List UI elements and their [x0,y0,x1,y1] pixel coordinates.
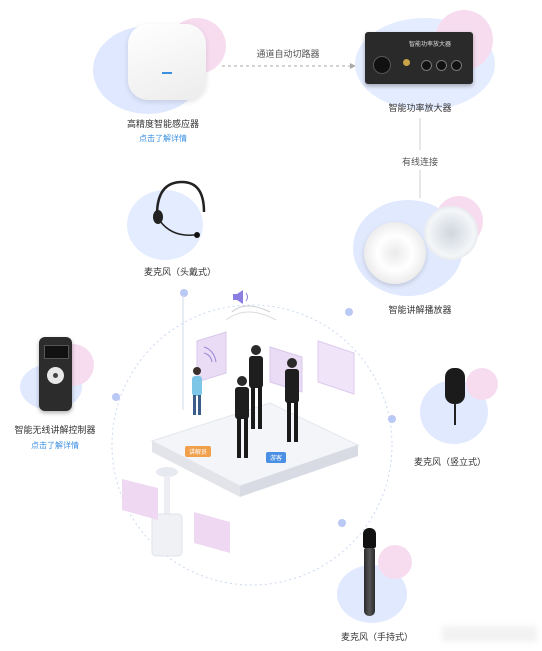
ring-node [180,289,188,297]
sensor-amp-arrow [350,63,356,69]
controller-device [39,337,72,411]
amplifier-device: 智能功率放大器 [365,32,473,84]
visitor-tag: 游客 [266,452,287,463]
sensor-indicator [162,72,172,74]
headset-backdrop [127,190,203,260]
guide-tag: 讲解员 [185,446,212,457]
controller-screen [44,345,69,359]
sensor-detail-link[interactable]: 点击了解详情 [139,134,187,143]
player-speaker-back [424,206,478,260]
handheld-mic-backdrop-accent [378,545,412,579]
controller-label: 智能无线讲解控制器 [14,426,96,436]
amp-panel-text: 智能功率放大器 [409,41,452,48]
standing-mic-label: 麦克风（竖立式） [413,458,486,468]
sensor-amp-connection-label: 通道自动切路器 [256,50,320,60]
ring-nodes [112,289,396,527]
exhibit-panel [196,331,227,383]
ring-node [345,308,353,316]
controller-dial-center [53,373,58,378]
player-speaker-front [364,222,426,284]
headset-icon [153,180,206,238]
amp-knob [436,60,447,71]
standing-mic-backdrop-accent [466,368,498,400]
amp-player-connection-label: 有线连接 [401,158,438,168]
amp-jack [403,59,410,66]
visitor-figure [285,358,299,442]
sensor-label: 高精度智能感应器 [126,120,199,130]
handheld-mic-head [363,528,376,548]
decor-block [122,479,158,520]
decor-block [194,512,230,553]
exhibit-wave [203,346,217,363]
exhibit-panel [317,340,355,395]
visitor-figure [235,376,249,458]
player-label: 智能讲解播放器 [388,306,452,316]
controller-detail-link[interactable]: 点击了解详情 [31,441,79,450]
amp-knob [451,60,462,71]
guide-figure [192,367,202,415]
amp-knob [421,60,432,71]
ring-node [388,415,396,423]
handheld-mic-label: 麦克风（手持式） [340,633,413,643]
platform-side-right [240,445,358,497]
platform-side-left [152,441,240,497]
ring-node [338,519,346,527]
amplifier-label: 智能功率放大器 [388,104,452,114]
exhibit-wave [203,352,213,363]
ring-node [112,393,120,401]
handheld-mic-body [364,548,375,616]
sensor-device [128,24,206,100]
headset-label: 麦克风（头戴式） [143,268,216,278]
standing-mic-stem [454,403,456,425]
visitor-figure [249,345,263,429]
sensor-stand [151,467,183,557]
standing-mic-head [445,368,465,404]
coverage-ring [111,304,393,586]
speaker-icon [225,290,277,321]
amp-knob-main [373,56,391,74]
watermark-blur [442,626,537,642]
